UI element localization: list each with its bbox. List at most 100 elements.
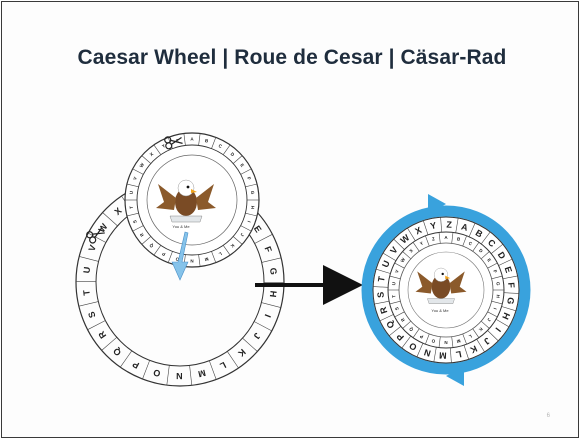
ring-letter: L [218, 251, 223, 257]
ring-divider [487, 330, 499, 342]
ring-divider [132, 168, 144, 175]
ring-divider [233, 236, 243, 245]
ring-letter: C [218, 143, 224, 149]
page-number: 6 [546, 413, 550, 419]
ring-letter: X [149, 151, 155, 157]
ring-divider [425, 235, 430, 247]
ring-divider [102, 212, 118, 227]
ring-letter: T [129, 205, 134, 209]
ring-letter: A [460, 221, 470, 233]
ring-divider [78, 301, 99, 307]
ring-letter: X [413, 225, 423, 237]
ring-letter: N [190, 259, 193, 264]
ring-divider [416, 343, 424, 358]
ring-letter: N [423, 347, 432, 358]
rotation-arrow-head-bottom [446, 366, 464, 386]
ring-letter: A [190, 137, 194, 142]
ring-divider [440, 217, 442, 233]
ring-letter: P [419, 334, 424, 340]
ring-letter: H [500, 311, 512, 321]
ring-divider [142, 360, 150, 380]
ring-divider [126, 183, 139, 188]
ring-divider [425, 333, 430, 345]
ring-letter: X [113, 205, 124, 216]
ring-divider [472, 242, 480, 252]
ring-divider [438, 336, 441, 348]
ring-letter: P [395, 331, 406, 342]
ring-letter: Q [111, 346, 123, 358]
ring-divider [502, 275, 518, 280]
wheel-template-left: JKLMNOPQRSTUVWXYZABCDEFGHI ABCDEFGHIJKLM… [75, 132, 285, 387]
ring-divider [240, 168, 252, 175]
ring-letter: G [495, 282, 500, 287]
scissors-icon [86, 227, 105, 244]
ring-letter: D [496, 250, 508, 261]
ring-letter: O [175, 256, 180, 262]
ring-letter: H [268, 290, 279, 298]
ring-letter: I [493, 307, 498, 310]
ring-letter: P [161, 251, 166, 257]
ring-letter: Q [148, 242, 154, 248]
ring-divider [455, 217, 459, 233]
ring-divider [382, 252, 397, 261]
ring-letter: R [96, 329, 108, 340]
ring-letter: E [239, 163, 245, 168]
ring-divider [394, 262, 405, 269]
ring-letter: O [407, 340, 418, 352]
ring-letter: R [399, 316, 405, 322]
ring-letter: T [391, 294, 396, 298]
ring-letter: O [431, 338, 436, 344]
ring-letter: E [503, 265, 514, 274]
ring-divider [87, 320, 106, 330]
ring-divider [183, 133, 186, 146]
ring-divider [495, 319, 510, 328]
ring-divider [402, 251, 411, 260]
ring-divider [242, 337, 258, 352]
ring-letter: Q [408, 326, 414, 332]
ring-letter: W [400, 256, 407, 263]
ring-letter: Q [384, 319, 396, 330]
ring-divider [373, 286, 389, 288]
ring-divider [481, 251, 490, 260]
ring-divider [153, 144, 162, 155]
ring-divider [468, 222, 476, 237]
ring-divider [166, 365, 170, 386]
ring-divider [412, 242, 420, 252]
ring-divider [423, 220, 429, 235]
ring-letter: T [81, 289, 92, 296]
ring-letter: D [230, 151, 236, 157]
ring-divider [476, 339, 485, 353]
ring-divider [245, 183, 258, 188]
ring-divider [389, 275, 401, 280]
ring-letter: K [468, 343, 479, 355]
ring-divider [153, 245, 162, 256]
ring-divider [227, 351, 239, 369]
ring-letter: G [268, 267, 279, 275]
ring-letter: R [378, 305, 390, 315]
ring-letter: Y [161, 143, 166, 149]
ring-letter: M [204, 256, 209, 262]
ring-divider [240, 225, 252, 232]
ring-letter: E [252, 224, 264, 235]
ring-letter: B [204, 138, 209, 144]
ring-divider [120, 350, 133, 368]
ring-letter: F [492, 269, 498, 274]
ring-letter: G [505, 297, 516, 306]
ring-divider [450, 347, 452, 363]
ring-letter: D [478, 248, 484, 254]
ring-divider [374, 300, 390, 305]
ring-divider [491, 300, 503, 305]
ring-divider [394, 311, 405, 318]
ring-letter: L [468, 334, 473, 340]
ring-divider [211, 137, 217, 149]
ring-divider [222, 144, 231, 155]
ring-letter: F [506, 282, 516, 289]
ring-divider [126, 212, 139, 217]
ring-letter: A [444, 235, 448, 240]
ring-divider [141, 155, 151, 164]
ring-divider [132, 225, 144, 232]
ring-letter: K [477, 326, 483, 332]
ring-letter: B [474, 228, 485, 240]
